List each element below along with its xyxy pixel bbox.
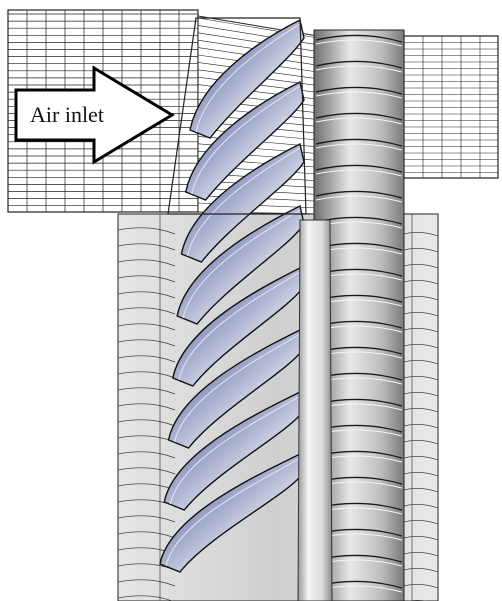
blade-envelope: [167, 17, 307, 215]
rotor-blade: [163, 390, 305, 511]
stator-vane: [315, 190, 403, 199]
blade-edge-highlight: [173, 333, 301, 443]
casing-left-line: [117, 275, 176, 283]
rotor-blade: [172, 266, 305, 387]
casing-left-line: [117, 323, 176, 331]
stator-vane: [315, 34, 403, 43]
casing-flow-lines: [117, 214, 439, 601]
casing-left-line: [117, 467, 176, 475]
casing-right-line: [403, 584, 439, 589]
casing-left-line: [117, 403, 176, 411]
blade-edge-highlight: [191, 85, 301, 195]
casing-right-line: [403, 520, 439, 525]
rotor-blade: [167, 328, 305, 449]
casing-left-line: [117, 227, 176, 235]
arrow-icon: [14, 65, 175, 165]
stator-vane-highlight: [315, 39, 403, 47]
casing-right-line: [403, 536, 439, 541]
rotor-blade: [184, 80, 305, 201]
casing-left-line: [117, 371, 176, 379]
casing-left-line: [117, 259, 176, 267]
stator-vane-highlight: [315, 117, 403, 125]
casing-left-line: [117, 339, 176, 347]
casing-right-line: [403, 280, 439, 285]
air-inlet-arrow: Air inlet: [14, 65, 175, 165]
casing-right-line: [403, 344, 439, 349]
casing-right-line: [403, 232, 439, 237]
casing-left-line: [117, 531, 176, 539]
rotor-blade: [159, 452, 305, 573]
casing-left-line: [117, 291, 176, 299]
casing-left-line: [117, 451, 176, 459]
stator-vane: [315, 112, 403, 121]
stator-vane: [315, 60, 403, 69]
casing-right-line: [403, 424, 439, 429]
casing-left-line: [117, 387, 176, 395]
casing-left-line: [117, 419, 176, 427]
stator-vane: [315, 164, 403, 173]
rotor-blade: [176, 204, 305, 325]
casing-right-line: [403, 264, 439, 269]
blade-edge-highlight: [169, 395, 301, 505]
casing-right-line: [403, 312, 439, 317]
casing-right-line: [403, 568, 439, 573]
casing-right-line: [403, 408, 439, 413]
casing-left-line: [117, 307, 176, 315]
stator-vane-highlight: [315, 91, 403, 99]
stator-vane: [315, 138, 403, 147]
blade-edge-highlight: [178, 271, 301, 381]
casing-right-line: [403, 296, 439, 301]
casing-right-line: [403, 248, 439, 253]
casing-right-line: [403, 392, 439, 397]
air-inlet-label: Air inlet: [30, 102, 104, 127]
blade-edge-highlight: [182, 209, 301, 319]
blade-edge-highlight: [165, 457, 301, 567]
stator-vane-highlight: [315, 169, 403, 177]
stator-vane-highlight: [315, 195, 403, 203]
blade-edge-highlight: [186, 147, 301, 257]
casing-right-line: [403, 328, 439, 333]
casing-right-line: [403, 440, 439, 445]
stator-vane-highlight: [315, 143, 403, 151]
casing-right-line: [403, 376, 439, 381]
casing-right-line: [403, 504, 439, 509]
stator-vane-highlight: [315, 65, 403, 73]
stator-vane: [315, 86, 403, 95]
rotor-blade: [180, 142, 305, 263]
casing-right-line: [403, 360, 439, 365]
rotor-blade: [189, 18, 305, 139]
casing-right-line: [403, 472, 439, 477]
blade-edge-highlight: [195, 23, 301, 133]
casing-right-line: [403, 456, 439, 461]
casing-right-line: [403, 488, 439, 493]
casing-left-line: [117, 243, 176, 251]
casing-left-line: [117, 515, 176, 523]
mesh-mid-line: [197, 32, 319, 52]
casing-left-line: [117, 579, 176, 587]
casing-left-line: [117, 355, 176, 363]
casing-left-line: [117, 595, 174, 601]
mesh-right-frame: [403, 35, 499, 179]
hub-cylinder: [297, 219, 333, 601]
rotor-blade-row: [159, 17, 307, 573]
casing-right-line: [403, 552, 439, 557]
outlet-mesh-right: [403, 35, 499, 179]
